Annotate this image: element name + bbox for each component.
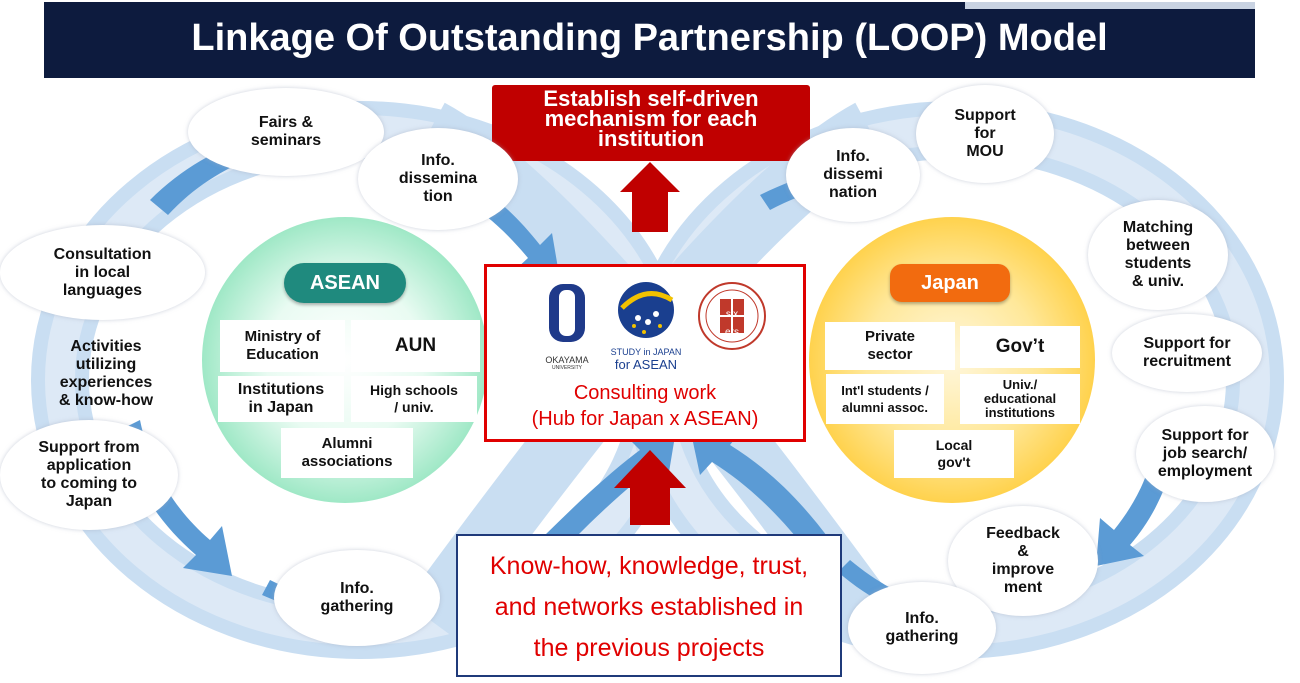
asean-label: ASEAN	[309, 271, 380, 294]
ministry-box: Ministry of Education	[220, 320, 345, 372]
mou-bubble: Support for MOU	[916, 85, 1054, 183]
activities-label: Activities utilizing experiences & know-…	[58, 338, 154, 409]
highschools-box: High schools / univ.	[351, 376, 477, 422]
local-govt-box: Local gov't	[894, 430, 1014, 478]
okayama-logo: OKAYAMA UNIVERSITY	[534, 280, 600, 372]
red-arrow-top	[620, 162, 680, 232]
sixers-logo: six ers	[696, 280, 768, 352]
japan-label-pill: Japan	[890, 264, 1010, 302]
foundation-text: Know-how, knowledge, trust, and networks…	[489, 552, 809, 662]
red-arrow-bottom	[614, 450, 686, 525]
consultation-bubble: Consultation in local languages	[0, 225, 205, 320]
asean-label-pill: ASEAN	[284, 263, 406, 303]
consulting-text: Consulting work (Hub for Japan x ASEAN)	[531, 382, 759, 430]
study-logo-line2: for ASEAN	[614, 357, 678, 372]
foundation-box	[456, 534, 842, 677]
info-dissemination-left-bubble: Info. dissemina tion	[358, 128, 518, 230]
okayama-logo-name: OKAYAMA	[545, 355, 589, 365]
title-bar	[44, 2, 1255, 78]
info-gathering-left-bubble: Info. gathering	[274, 550, 440, 646]
title-bar-tab	[965, 2, 1255, 9]
sixers-logo-text: six ers	[725, 309, 739, 338]
support-application-bubble: Support from application to coming to Ja…	[0, 420, 178, 530]
info-gathering-right-bubble: Info. gathering	[848, 582, 996, 674]
goal-box	[492, 85, 810, 161]
arrow-cross-up-right	[690, 428, 830, 552]
intl-students-box: Int'l students / alumni assoc.	[826, 374, 944, 424]
sixers-logo-mark	[698, 282, 766, 350]
univ-box: Univ./ educational institutions	[960, 374, 1080, 424]
asean-circle	[202, 217, 488, 503]
study-in-japan-logo: STUDY in JAPAN for ASEAN	[604, 278, 688, 374]
matching-bubble: Matching between students & univ.	[1088, 200, 1228, 310]
okayama-logo-mark	[549, 284, 585, 342]
japan-label: Japan	[921, 271, 979, 294]
private-sector-box: Private sector	[825, 322, 955, 370]
study-logo-mark	[618, 282, 674, 338]
recruitment-bubble: Support for recruitment	[1112, 314, 1262, 392]
okayama-logo-sub: UNIVERSITY	[551, 365, 582, 371]
govt-box: Gov’t	[960, 326, 1080, 368]
job-support-bubble: Support for job search/ employment	[1136, 406, 1274, 502]
institutions-box: Institutions in Japan	[218, 376, 344, 422]
alumni-box: Alumni associations	[281, 428, 413, 478]
goal-text: Establish self-driven mechanism for each…	[543, 86, 759, 151]
info-dissemination-right-bubble: Info. dissemi nation	[786, 128, 920, 222]
fairs-bubble: Fairs & seminars	[188, 88, 384, 176]
page-title: Linkage Of Outstanding Partnership (LOOP…	[191, 17, 1108, 59]
aun-box: AUN	[351, 320, 480, 372]
study-logo-line1: STUDY in JAPAN	[610, 347, 682, 357]
